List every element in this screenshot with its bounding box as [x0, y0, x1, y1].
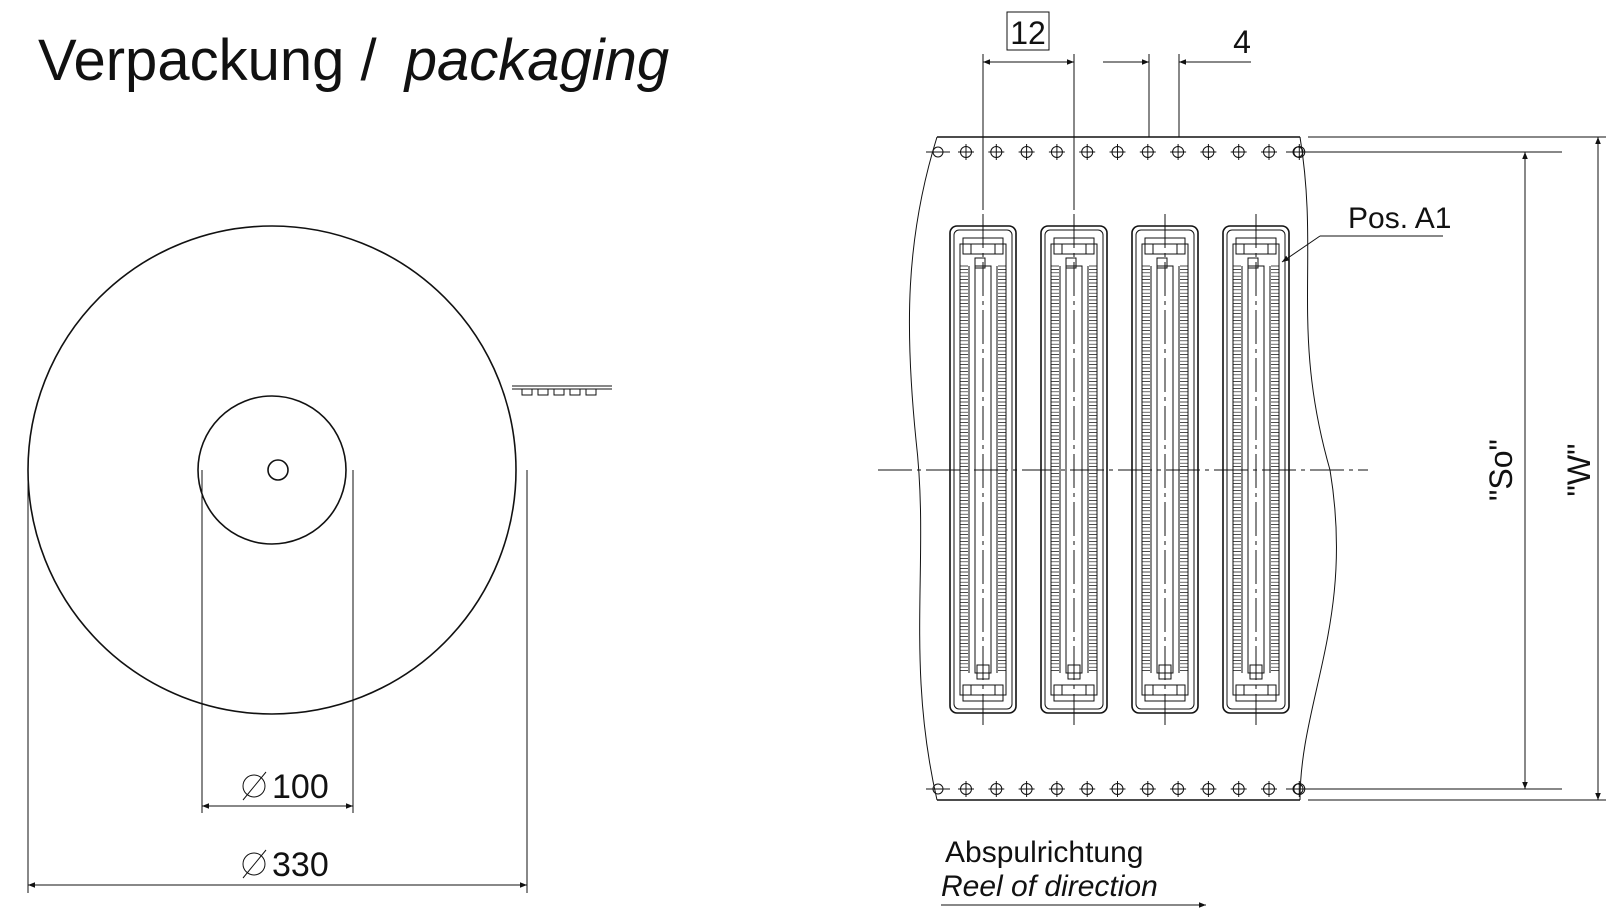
- direction-label-english: Reel of direction: [941, 870, 1158, 903]
- sprocket-hole-icon: [958, 144, 974, 160]
- sprocket-holes: [926, 144, 1310, 797]
- position-a1-label: Pos. A1: [1348, 202, 1451, 235]
- connector-pocket: [1222, 214, 1290, 725]
- sprocket-hole-icon: [1139, 144, 1156, 160]
- sprocket-hole-icon: [1079, 781, 1096, 797]
- sprocket-half-hole-icon: [926, 146, 950, 158]
- sprocket-hole-icon: [1048, 144, 1065, 160]
- connector-pocket: [1131, 214, 1199, 725]
- sprocket-hole-icon: [1109, 781, 1126, 797]
- page-title: Verpackung / packaging: [38, 28, 669, 93]
- sprocket-half-hole-icon: [1286, 146, 1310, 158]
- sprocket-hole-icon: [1079, 144, 1096, 160]
- sprocket-hole-icon: [1048, 781, 1065, 797]
- position-a1-leader: [1281, 235, 1321, 263]
- sprocket-hole-icon: [988, 144, 1005, 160]
- tape-view: 12 4 Pos. A1 "So" "W" Abspulrichtung Ree…: [878, 11, 1606, 908]
- connector-pockets: [949, 214, 1290, 725]
- sprocket-hole-icon: [988, 781, 1005, 797]
- so-label: "So": [1483, 439, 1519, 501]
- sprocket-hole-icon: [1261, 781, 1277, 797]
- diameter-symbol-icon: [242, 771, 267, 801]
- sprocket-hole-icon: [958, 781, 974, 797]
- sprocket-hole-icon: [1018, 144, 1035, 160]
- connector-pocket: [949, 214, 1017, 725]
- hole-pitch-label: 4: [1233, 24, 1251, 60]
- sprocket-half-hole-icon: [926, 783, 950, 795]
- reel-center-hole: [267, 459, 289, 481]
- sprocket-hole-icon: [1261, 144, 1277, 160]
- sprocket-hole-icon: [1170, 144, 1187, 160]
- reel-diameter-label: 330: [272, 846, 329, 884]
- sprocket-hole-icon: [1200, 781, 1217, 797]
- sprocket-hole-icon: [1139, 781, 1156, 797]
- direction-label-german: Abspulrichtung: [945, 836, 1143, 869]
- connector-pocket: [1040, 214, 1108, 725]
- sprocket-hole-icon: [1230, 144, 1247, 160]
- sprocket-hole-icon: [1170, 781, 1187, 797]
- sprocket-hole-icon: [1109, 144, 1126, 160]
- pitch-label-box: [1006, 11, 1050, 51]
- tape-break-left: [908, 136, 938, 801]
- hub-diameter-label: 100: [272, 768, 329, 806]
- diameter-symbol-icon: [242, 849, 267, 879]
- sprocket-hole-icon: [1230, 781, 1247, 797]
- pitch-label: 12: [1010, 15, 1046, 51]
- sprocket-half-hole-icon: [1286, 783, 1310, 795]
- reel-tape-tail: [512, 385, 612, 396]
- sprocket-hole-icon: [1200, 144, 1217, 160]
- title-german: Verpackung /: [38, 28, 377, 93]
- sprocket-hole-icon: [1018, 781, 1035, 797]
- reel-outer-circle: [27, 225, 517, 715]
- w-label: "W": [1561, 444, 1597, 497]
- reel-hub-circle: [197, 395, 347, 545]
- title-english: packaging: [403, 28, 669, 93]
- reel-view: 100 330: [27, 225, 612, 893]
